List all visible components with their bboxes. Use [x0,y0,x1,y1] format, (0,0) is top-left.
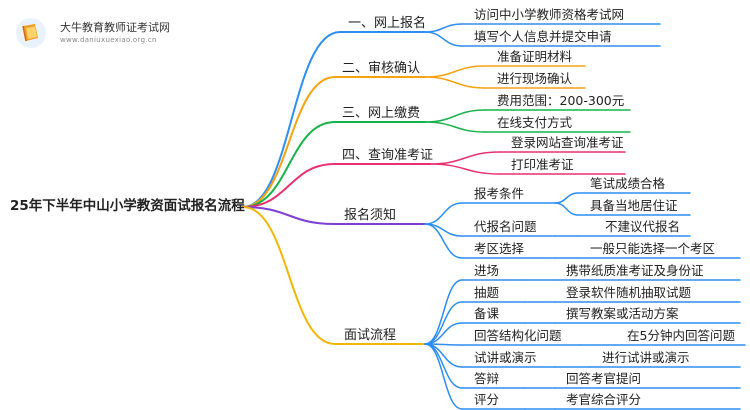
connector-leaf-19 [554,202,579,216]
leaf-do-lecture[interactable]: 进行试讲或演示 [602,350,690,365]
leaf-one-area-only[interactable]: 一般只能选择一个考区 [590,241,716,256]
logo-url: www.daniuxuexiao.org.cn [60,36,157,44]
connector-root-branch-2 [242,121,336,208]
leaf-residence-permit[interactable]: 具备当地居住证 [590,198,678,213]
leaf-fee-range[interactable]: 费用范围：200-300元 [497,93,625,108]
leaf-visit-exam-site[interactable]: 访问中小学教师资格考试网 [474,7,625,22]
leaf-fill-personal-info[interactable]: 填写个人信息并提交申请 [474,29,612,44]
connector-child-7 [429,163,501,175]
node-defense[interactable]: 答辩 [474,371,500,386]
connector-child-10 [424,223,463,259]
branch-registration-notes[interactable]: 报名须知 [344,208,397,223]
logo-title: 大牛教育教师证考试网 [60,21,170,34]
connector-root-branch-5 [242,206,336,345]
leaf-written-passed[interactable]: 笔试成绩合格 [590,176,666,191]
branch-interview-process[interactable]: 面试流程 [344,328,397,343]
connector-child-17 [424,343,463,410]
branch-online-payment[interactable]: 三、网上缴费 [342,106,421,121]
leaf-query-ticket[interactable]: 登录网站查询准考证 [511,135,624,150]
connector-child-0 [424,23,463,33]
connector-child-5 [424,121,486,133]
site-logo[interactable]: 大牛教育教师证考试网 www.daniuxuexiao.org.cn [14,16,254,50]
branch-admission-ticket[interactable]: 四、查询准考证 [342,148,434,163]
leaf-bring-ticket-id[interactable]: 携带纸质准考证及身份证 [566,263,704,278]
leaf-online-payment-method[interactable]: 在线支付方式 [497,115,573,130]
book-logo-icon [16,18,46,48]
leaf-answer-examiner[interactable]: 回答考官提问 [566,371,642,386]
connector-child-4 [424,109,486,123]
node-structured-questions[interactable]: 回答结构化问题 [474,328,562,343]
connector-child-1 [424,31,463,47]
connector-root-branch-4 [242,206,336,225]
connector-child-15 [424,343,463,368]
node-draw-question[interactable]: 抽题 [474,285,500,300]
connector-root-branch-1 [242,76,336,208]
node-scoring[interactable]: 评分 [474,392,500,407]
leaf-print-ticket[interactable]: 打印准考证 [511,157,574,172]
connector-root-branch-0 [242,31,341,208]
branch-online-registration[interactable]: 一、网上报名 [348,16,427,31]
leaf-onsite-confirmation[interactable]: 进行现场确认 [497,71,573,86]
node-entry[interactable]: 进场 [474,263,500,278]
leaf-answer-in-5min[interactable]: 在5分钟内回答问题 [627,328,735,343]
branch-review-confirmation[interactable]: 二、审核确认 [342,61,421,76]
leaf-examiner-scoring[interactable]: 考官综合评分 [566,392,642,407]
leaf-no-proxy[interactable]: 不建议代报名 [605,219,681,234]
leaf-write-lesson-plan[interactable]: 撰写教案或活动方案 [566,306,679,321]
leaf-prepare-materials[interactable]: 准备证明材料 [497,49,573,64]
node-lesson-prep[interactable]: 备课 [474,306,500,321]
node-exam-area[interactable]: 考区选择 [474,241,525,256]
node-proxy-registration[interactable]: 代报名问题 [474,219,537,234]
connector-root-branch-3 [242,163,336,208]
root-topic[interactable]: 25年下半年中山小学教资面试报名流程 [10,198,245,214]
connector-leaf-18 [554,192,579,204]
node-lecture-demo[interactable]: 试讲或演示 [474,350,537,365]
node-eligibility[interactable]: 报考条件 [474,186,525,201]
leaf-random-question[interactable]: 登录软件随机抽取试题 [566,285,692,300]
connector-child-6 [429,151,501,165]
connector-child-2 [424,65,486,78]
connector-child-3 [424,76,486,89]
connector-child-8 [424,202,463,225]
